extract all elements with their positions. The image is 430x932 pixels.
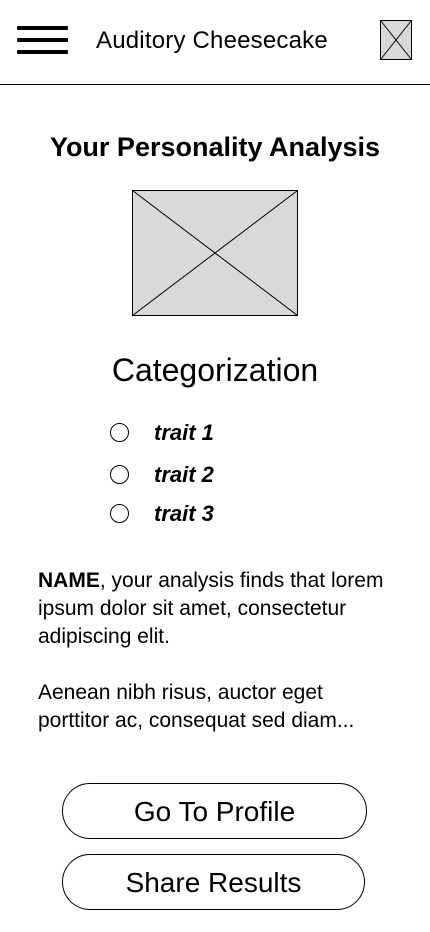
trait-label: trait 3 (154, 501, 214, 526)
trait-label: trait 1 (154, 420, 214, 445)
trait-label: trait 2 (154, 462, 214, 487)
app-title: Auditory Cheesecake (96, 27, 328, 54)
hero-image-placeholder (132, 190, 298, 316)
share-results-button[interactable]: Share Results (62, 854, 365, 910)
analysis-paragraph-2: Aenean nibh risus, auctor eget porttitor… (38, 681, 355, 732)
analysis-paragraph-1: NAME, your analysis finds that lorem ips… (38, 567, 398, 651)
radio-button[interactable] (110, 423, 129, 442)
page-title: Your Personality Analysis (49, 132, 381, 162)
go-to-profile-button[interactable]: Go To Profile (62, 783, 367, 839)
app-header: Auditory Cheesecake (0, 0, 430, 85)
image-placeholder-icon (380, 20, 412, 60)
categorization-heading: Categorization (111, 352, 319, 388)
hamburger-menu-icon[interactable] (17, 26, 68, 55)
user-name: NAME (38, 569, 100, 592)
radio-button[interactable] (110, 504, 129, 523)
analysis-intro: , your analysis finds that lorem ipsum d… (38, 569, 384, 648)
analysis-text: NAME, your analysis finds that lorem ips… (38, 567, 398, 735)
radio-button[interactable] (110, 465, 129, 484)
